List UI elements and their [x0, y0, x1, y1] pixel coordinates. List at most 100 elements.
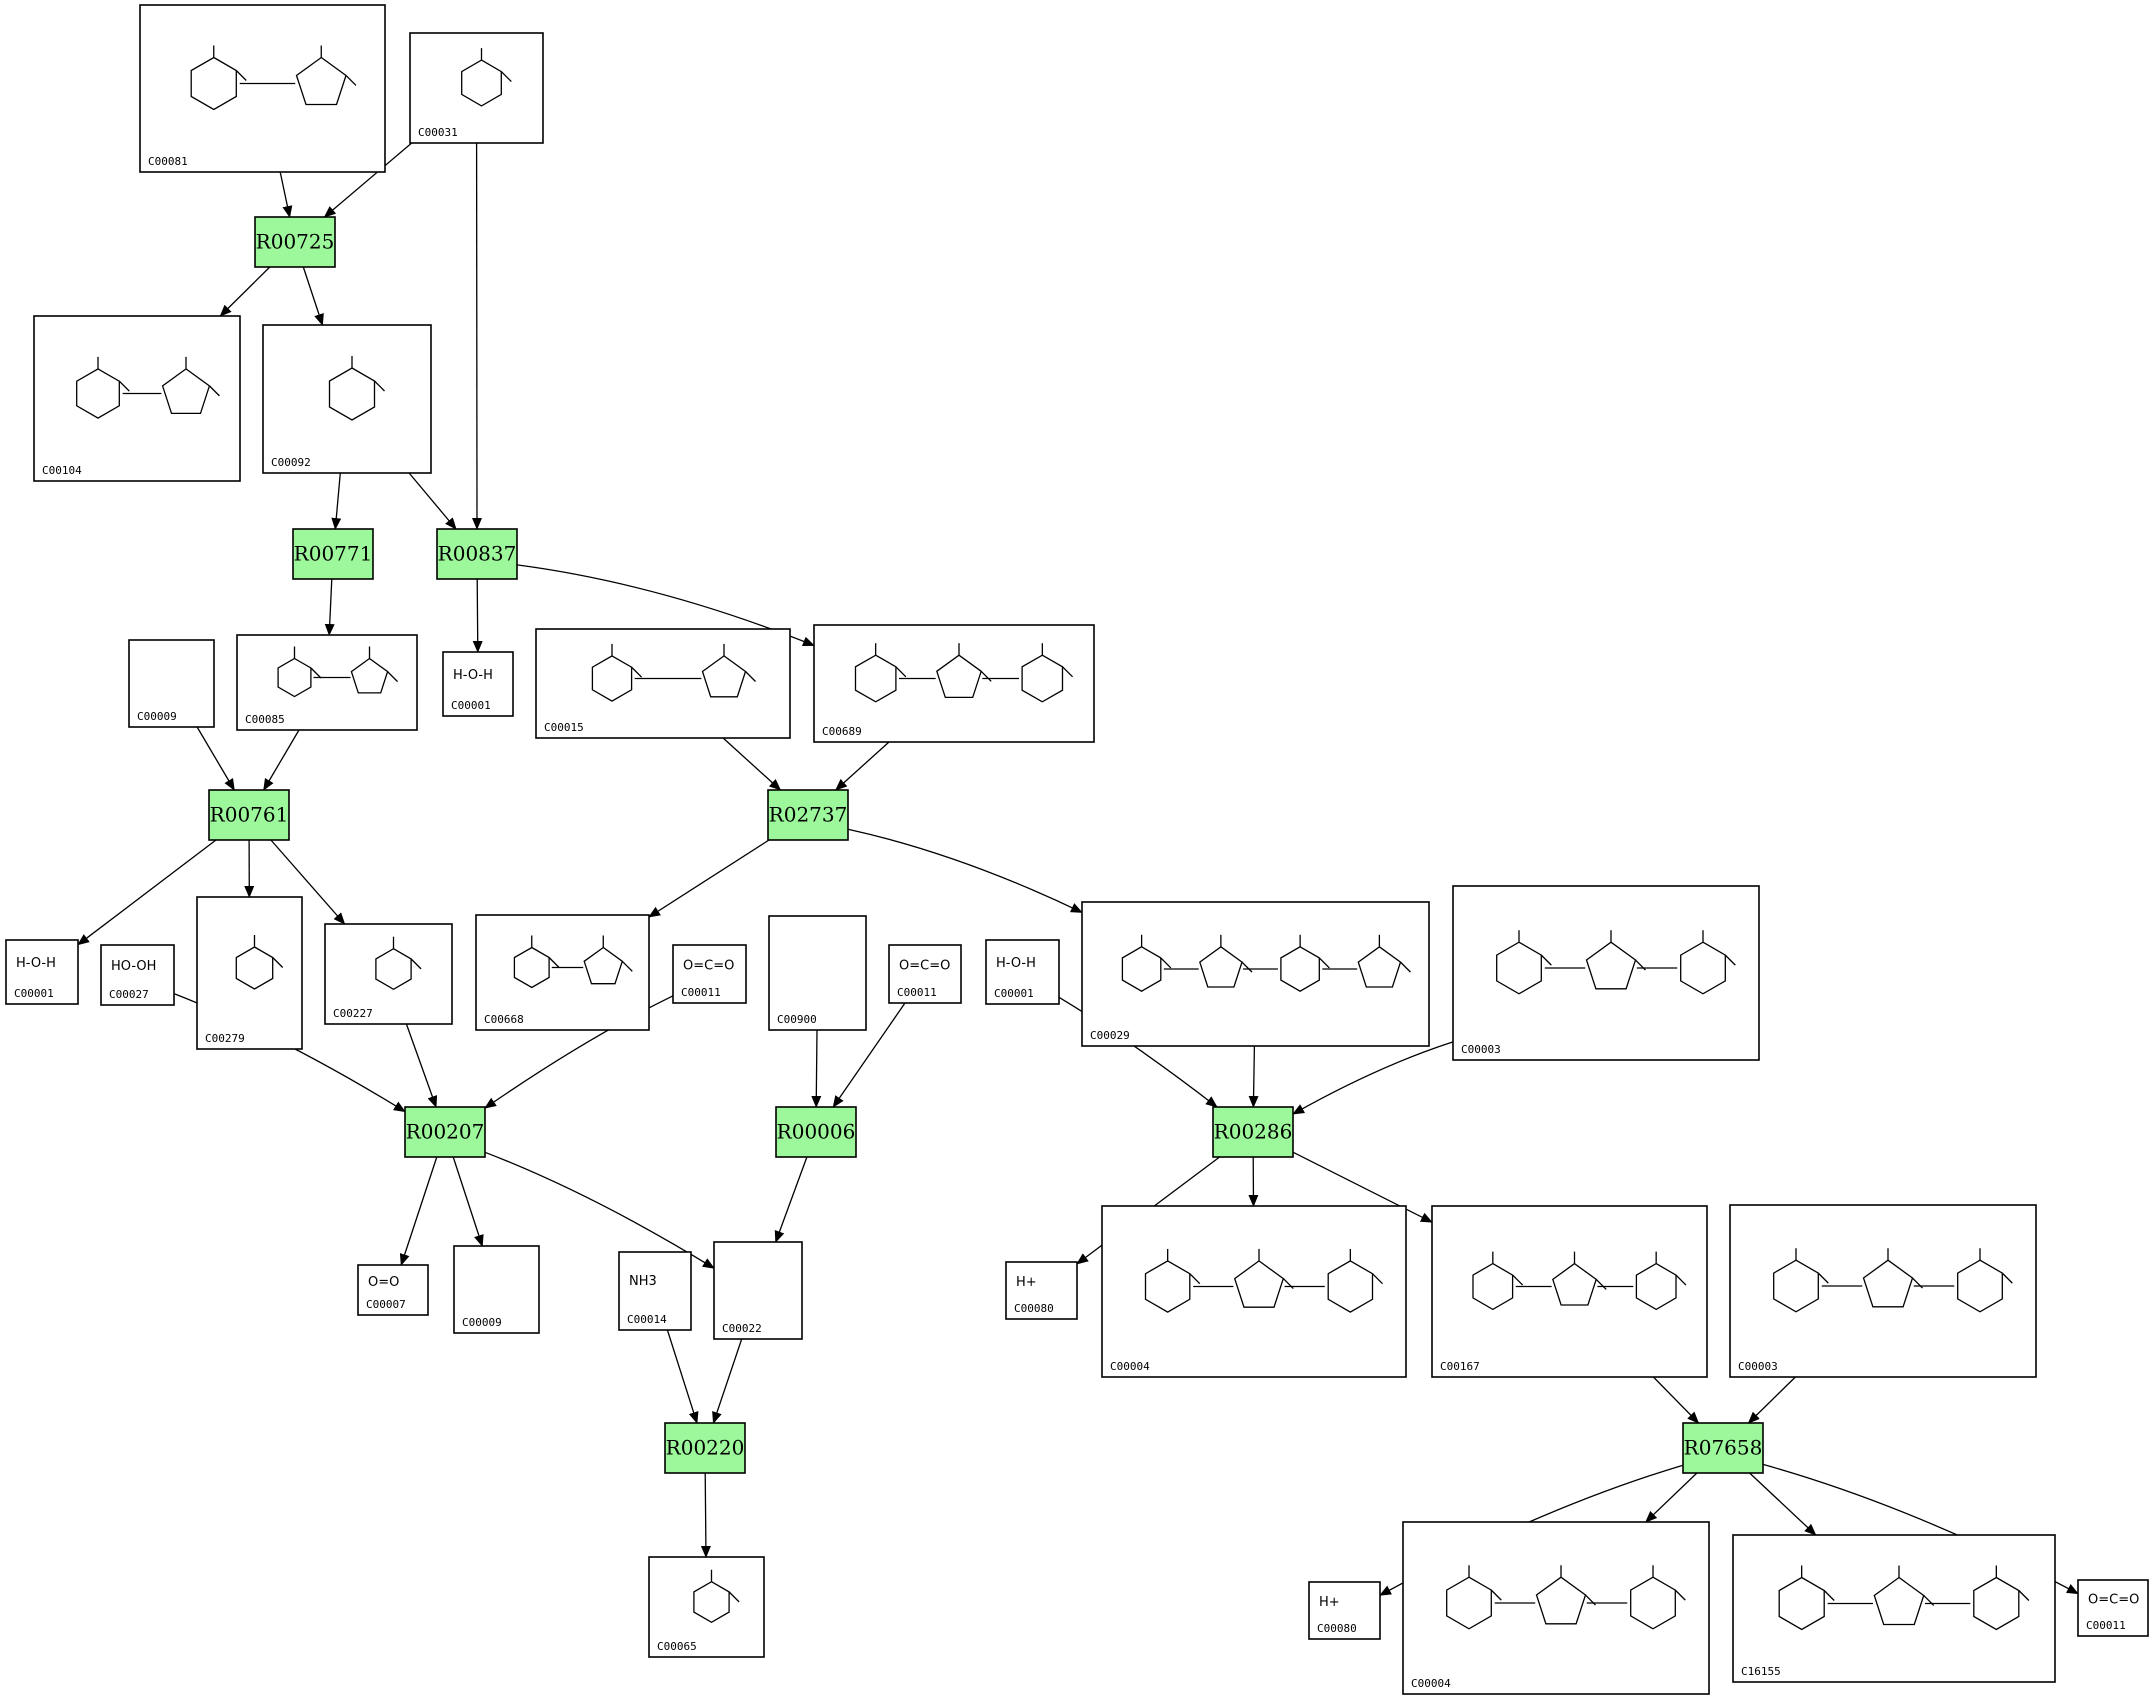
compound-node-n29[interactable]: C00029: [1081, 901, 1430, 1047]
compound-node-n80b[interactable]: H+C00080: [1308, 1581, 1381, 1640]
compound-formula: H+: [1016, 1275, 1037, 1290]
edge-R07658-to-n16155: [1749, 1472, 1817, 1536]
compound-id-label: C00015: [544, 721, 584, 734]
edge-layer: [77, 142, 2079, 1596]
compound-node-n15[interactable]: C00015: [535, 628, 791, 739]
reaction-id-label: R00220: [666, 1436, 745, 1460]
compound-node-n85[interactable]: C00085: [236, 634, 418, 731]
compound-id-label: C00007: [366, 1298, 406, 1311]
compound-box: [128, 639, 215, 728]
compound-box: [33, 315, 241, 482]
compound-box: [5, 939, 79, 1005]
compound-box: [262, 324, 432, 474]
edge-R00837-to-n1a: [472, 578, 483, 653]
edge-R00725-to-n104: [219, 266, 271, 317]
compound-box: [1005, 1261, 1078, 1320]
compound-node-n92[interactable]: C00092: [262, 324, 432, 474]
edge-n14-to-R00220: [666, 1329, 699, 1424]
compound-node-n227[interactable]: C00227: [324, 923, 453, 1025]
reaction-node-R02737[interactable]: R02737: [767, 789, 849, 841]
compound-box: [1308, 1581, 1381, 1640]
structure-drawing: [1496, 930, 1736, 995]
compound-node-n668[interactable]: C00668: [475, 914, 650, 1031]
reaction-node-R00286[interactable]: R00286: [1212, 1106, 1294, 1158]
compound-node-n4a[interactable]: C00004: [1101, 1205, 1407, 1378]
reaction-id-label: R00837: [438, 542, 517, 566]
compound-node-n80a[interactable]: H+C00080: [1005, 1261, 1078, 1320]
structure-drawing: [854, 643, 1074, 703]
compound-box: [713, 1241, 803, 1340]
edge-n92-to-R00837: [408, 472, 457, 530]
compound-node-n689[interactable]: C00689: [813, 624, 1095, 743]
reaction-node-R00207[interactable]: R00207: [404, 1106, 486, 1158]
reaction-node-R00771[interactable]: R00771: [292, 528, 374, 580]
compound-node-n81[interactable]: C00081: [139, 4, 386, 173]
compound-node-n104[interactable]: C00104: [33, 315, 241, 482]
reaction-node-R00006[interactable]: R00006: [775, 1106, 857, 1158]
reaction-id-label: R02737: [769, 803, 848, 827]
structure-drawing: [1446, 1565, 1686, 1630]
compound-node-n9b[interactable]: C00009: [453, 1245, 540, 1334]
compound-node-n22[interactable]: C00022: [713, 1241, 803, 1340]
compound-id-label: C00081: [148, 155, 188, 168]
compound-id-label: C00031: [418, 126, 458, 139]
edge-n15-to-R02737: [722, 737, 782, 791]
edge-n11a-to-R00207: [484, 995, 674, 1109]
reaction-id-label: R00286: [1214, 1120, 1293, 1144]
reaction-node-R00725[interactable]: R00725: [254, 216, 336, 268]
edge-n92-to-R00771: [331, 472, 342, 530]
compound-node-n16155[interactable]: C16155: [1732, 1534, 2056, 1683]
compound-node-n3b[interactable]: C00003: [1729, 1204, 2037, 1378]
compound-node-n279[interactable]: C00279: [196, 896, 303, 1050]
reaction-node-R00837[interactable]: R00837: [436, 528, 518, 580]
compound-node-n31[interactable]: C00031: [409, 32, 544, 144]
edge-n3a-to-R00286: [1292, 1041, 1454, 1115]
compound-box: [1732, 1534, 2056, 1683]
edge-R00761-to-n227: [270, 839, 346, 925]
compound-node-n167[interactable]: C00167: [1431, 1205, 1708, 1378]
reaction-node-R07658[interactable]: R07658: [1682, 1422, 1764, 1474]
compound-id-label: C00001: [994, 987, 1034, 1000]
edge-n9a-to-R00761: [196, 726, 235, 791]
edge-R02737-to-n668: [648, 839, 770, 918]
reaction-id-label: R00761: [210, 803, 289, 827]
reaction-box: [292, 528, 374, 580]
reaction-node-R00220[interactable]: R00220: [664, 1422, 746, 1474]
edge-R00725-to-n92: [302, 266, 324, 326]
compound-id-label: C00029: [1090, 1029, 1130, 1042]
compound-box: [442, 651, 514, 717]
compound-id-label: C00001: [451, 699, 491, 712]
structure-drawing: [76, 356, 220, 419]
compound-id-label: C00900: [777, 1013, 817, 1026]
edge-n31-to-R00725: [323, 142, 413, 218]
compound-node-n9a[interactable]: C00009: [128, 639, 215, 728]
compound-id-label: C00065: [657, 1640, 697, 1653]
compound-node-n4b[interactable]: C00004: [1402, 1521, 1710, 1695]
compound-box: [1431, 1205, 1708, 1378]
compound-box: [813, 624, 1095, 743]
structure-drawing: [190, 45, 357, 111]
edge-n85-to-R00761: [263, 729, 300, 791]
compound-box: [672, 944, 747, 1004]
compound-node-n900[interactable]: C00900: [768, 915, 867, 1031]
compound-node-n3a[interactable]: C00003: [1452, 885, 1760, 1061]
reaction-box: [404, 1106, 486, 1158]
edge-R00207-to-n7: [399, 1156, 438, 1266]
reaction-id-label: R00771: [294, 542, 373, 566]
compound-id-label: C00004: [1411, 1677, 1451, 1690]
reaction-box: [208, 789, 290, 841]
compound-id-label: C00011: [681, 986, 721, 999]
compound-id-label: C00085: [245, 713, 285, 726]
reaction-node-R00761[interactable]: R00761: [208, 789, 290, 841]
compound-node-n65[interactable]: C00065: [648, 1556, 765, 1658]
